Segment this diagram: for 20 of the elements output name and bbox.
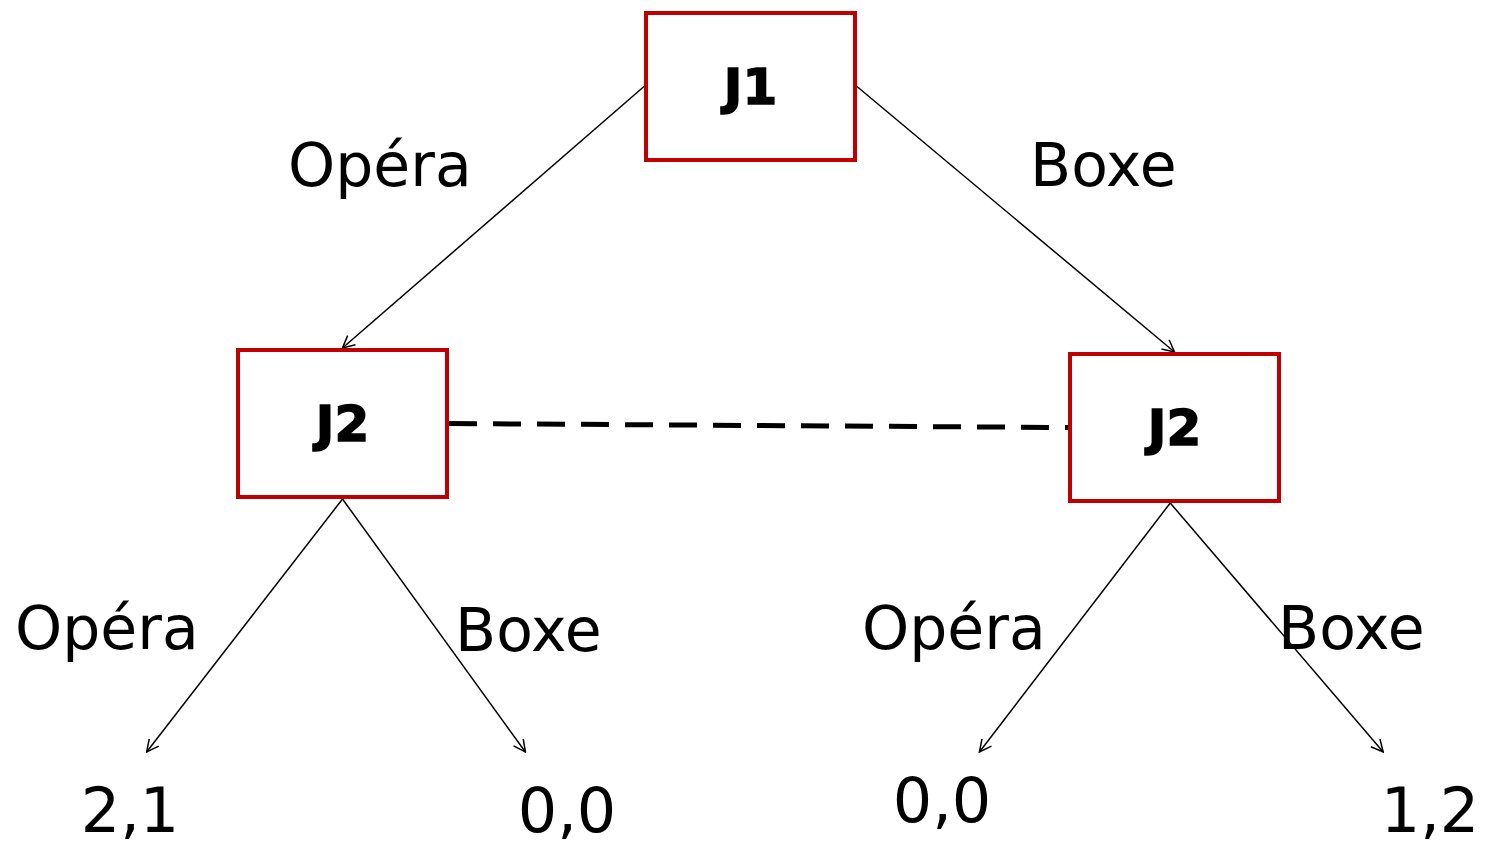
arrow bbox=[856, 85, 1176, 353]
payoff-label: 2,1 bbox=[78, 752, 182, 842]
player-box bbox=[1068, 352, 1281, 503]
arrow bbox=[341, 498, 527, 753]
dashed-line bbox=[449, 421, 1068, 430]
player-box bbox=[644, 11, 857, 162]
arrow bbox=[341, 85, 645, 349]
edge-label: Boxe bbox=[455, 600, 602, 660]
player-label: J1 bbox=[723, 57, 778, 116]
player-label: J2 bbox=[315, 394, 370, 453]
edge-label: Boxe bbox=[1278, 598, 1425, 658]
arrow bbox=[1169, 502, 1384, 753]
player-label: J2 bbox=[1147, 398, 1202, 457]
payoff-label: 0,0 bbox=[515, 752, 619, 842]
edge-label: Boxe bbox=[1030, 135, 1177, 195]
payoff-label: 1,2 bbox=[1378, 752, 1482, 842]
payoff-label: 0,0 bbox=[890, 752, 994, 832]
player-box bbox=[236, 348, 449, 499]
arrow bbox=[145, 498, 344, 753]
arrow bbox=[978, 502, 1171, 753]
